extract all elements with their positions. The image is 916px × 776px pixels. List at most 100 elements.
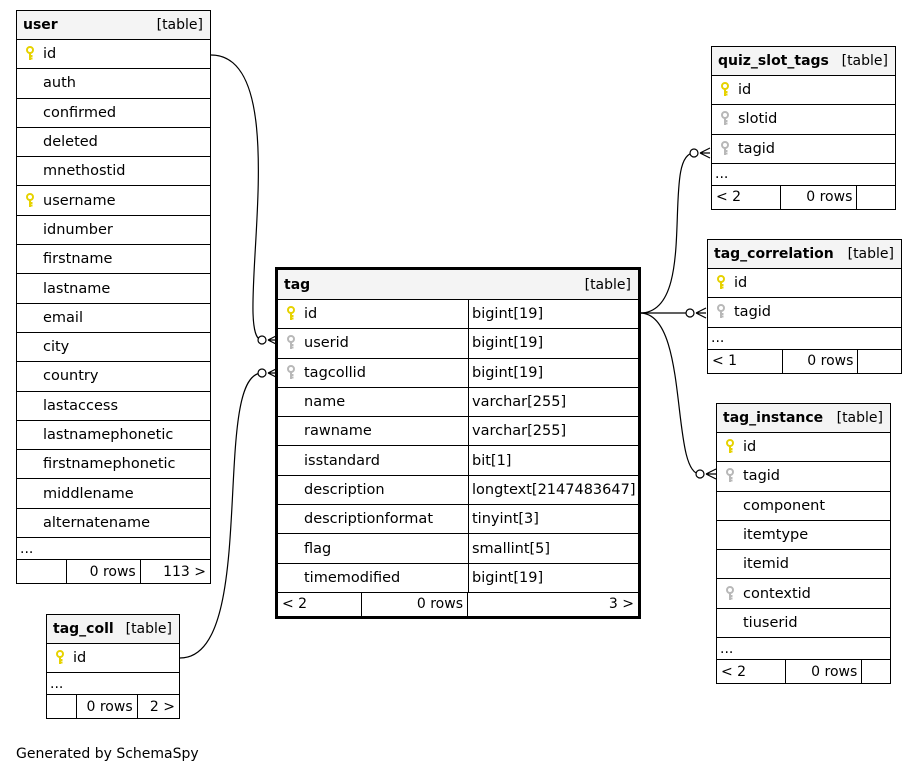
child-count	[857, 186, 895, 209]
column-row[interactable]: slotid	[712, 105, 895, 135]
column-name: id	[743, 439, 757, 456]
column-name: isstandard	[304, 452, 380, 469]
column-row[interactable]: id	[708, 269, 901, 299]
column-name: lastname	[43, 280, 111, 297]
column-row[interactable]: tagid	[712, 135, 895, 164]
column-type: varchar[255]	[468, 417, 638, 446]
relation-user-tag	[210, 54, 263, 341]
column-row[interactable]: lastname	[17, 274, 210, 304]
primary-key-icon	[717, 275, 725, 290]
table-header: quiz_slot_tags[table]	[712, 47, 895, 76]
column-row[interactable]: username	[17, 186, 210, 216]
column-name: lastnamephonetic	[43, 427, 174, 443]
column-row[interactable]: idnumber	[17, 216, 210, 246]
more-columns-indicator: ...	[47, 673, 179, 696]
column-name: country	[43, 368, 99, 385]
column-name: flag	[304, 540, 332, 557]
column-row[interactable]: email	[17, 304, 210, 333]
column-row[interactable]: city	[17, 333, 210, 363]
child-count: 3 >	[608, 596, 634, 613]
column-name: tiuserid	[743, 614, 798, 631]
column-row[interactable]: id	[17, 40, 210, 70]
column-row[interactable]: mnethostid	[17, 157, 210, 187]
key-slot	[717, 585, 743, 602]
column-row[interactable]: contextid	[717, 579, 890, 609]
generated-by-label: Generated by SchemaSpy	[16, 746, 199, 762]
column-type: tinyint[3]	[468, 505, 638, 534]
relation-tag-taginstance	[639, 312, 701, 475]
column-row[interactable]: firstname	[17, 245, 210, 275]
column-name: firstnamephonetic	[43, 456, 176, 473]
column-name: mnethostid	[43, 163, 126, 180]
foreign-key-icon	[726, 585, 734, 600]
column-row[interactable]: middlename	[17, 479, 210, 509]
column-row[interactable]: deleted	[17, 128, 210, 158]
column-row[interactable]: confirmed	[17, 99, 210, 128]
column-type: bit[1]	[468, 446, 638, 475]
primary-key-icon	[721, 82, 729, 97]
row-count: 0 rows	[783, 349, 859, 373]
column-name: id	[304, 306, 318, 323]
column-row[interactable]: itemid	[717, 550, 890, 580]
column-row[interactable]: auth	[17, 69, 210, 99]
column-name: lastaccess	[43, 397, 119, 414]
column-row[interactable]: tagid	[708, 298, 901, 328]
column-row[interactable]: alternatename	[17, 509, 210, 539]
column-row[interactable]: firstnamephonetic	[17, 450, 210, 480]
column-name: descriptionformat	[304, 511, 433, 528]
column-name: tagid	[734, 304, 772, 321]
key-slot	[708, 275, 734, 291]
table-name: user	[23, 17, 58, 33]
key-slot	[717, 439, 743, 455]
column-name: idnumber	[43, 221, 113, 238]
primary-key-icon	[287, 306, 295, 321]
row-count: 0 rows	[781, 185, 858, 209]
key-slot	[712, 82, 738, 98]
column-type: bigint[19]	[468, 329, 638, 358]
column-row[interactable]: tagid	[717, 462, 890, 492]
more-columns-indicator: ...	[708, 328, 901, 350]
column-row[interactable]: id	[712, 76, 895, 106]
column-row[interactable]: lastnamephonetic	[17, 421, 210, 451]
column-name: alternatename	[43, 514, 151, 531]
table-header: user[table]	[17, 11, 210, 40]
column-name: tagid	[743, 468, 781, 485]
column-row[interactable]: descriptionformat tinyint[3]	[278, 505, 638, 535]
parent-count: < 2	[717, 660, 787, 684]
column-row[interactable]: id	[47, 644, 179, 674]
column-row[interactable]: itemtype	[717, 521, 890, 551]
column-row[interactable]: component	[717, 492, 890, 521]
column-row[interactable]: country	[17, 362, 210, 392]
column-row[interactable]: lastaccess	[17, 392, 210, 421]
more-columns-indicator: ...	[717, 638, 890, 661]
row-count: 0 rows	[67, 560, 141, 584]
child-count	[858, 350, 901, 373]
column-row[interactable]: tiuserid	[717, 609, 890, 639]
table-type-label: [table]	[836, 410, 883, 426]
column-row[interactable]: id	[717, 433, 890, 463]
table-name: tag_coll	[53, 621, 114, 637]
column-name: component	[743, 497, 826, 514]
column-row[interactable]: isstandard bit[1]	[278, 446, 638, 476]
key-slot	[278, 335, 304, 351]
table-name: quiz_slot_tags	[718, 53, 829, 69]
column-type: longtext[2147483647]	[468, 475, 638, 505]
